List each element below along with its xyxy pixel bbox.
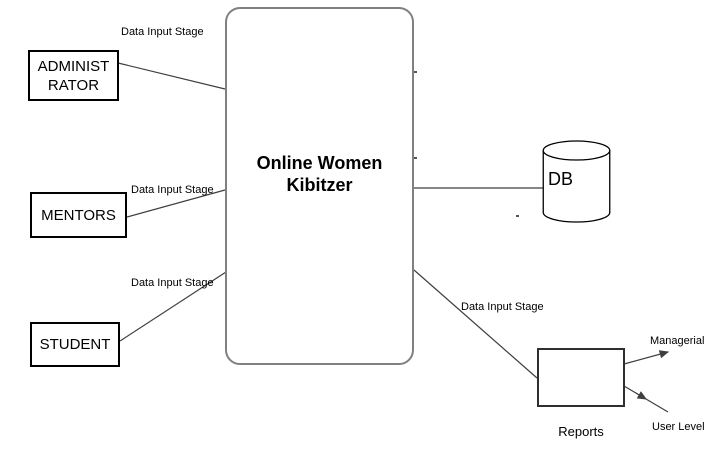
output-label-user-level: User Level <box>652 421 705 433</box>
flow-line-student <box>119 271 227 342</box>
output-label-managerial: Managerial <box>650 335 705 347</box>
flow-line-userlevel-head <box>623 385 648 400</box>
entity-administrator-label: ADMINIST RATOR <box>37 57 110 94</box>
reports-caption: Reports <box>558 424 604 439</box>
flow-line-managerial <box>623 350 670 365</box>
flow-line-reports <box>413 269 538 379</box>
entity-student: STUDENT <box>30 322 120 367</box>
flow-label-student: Data Input Stage <box>131 277 214 289</box>
edge-tick-top <box>414 71 417 73</box>
stray-dot <box>516 215 519 217</box>
process-online-women-kibitzer: Online Women Kibitzer <box>225 7 414 365</box>
entity-mentors-label: MENTORS <box>41 206 116 224</box>
entity-administrator: ADMINIST RATOR <box>28 50 119 101</box>
flow-line-userlevel-tail <box>645 398 669 413</box>
flow-label-reports: Data Input Stage <box>461 301 544 313</box>
flow-label-mentors: Data Input Stage <box>131 184 214 196</box>
edge-tick-mid <box>414 157 417 159</box>
entity-student-label: STUDENT <box>39 336 111 353</box>
flow-label-administrator: Data Input Stage <box>121 26 204 38</box>
entity-mentors: MENTORS <box>30 192 127 238</box>
database-cylinder-icon <box>542 140 611 223</box>
datastore-label: DB <box>548 169 574 189</box>
reports-box <box>537 348 625 407</box>
flow-line-mentors <box>126 189 226 218</box>
process-label: Online Women Kibitzer <box>256 153 383 195</box>
flow-line-administrator <box>117 62 226 90</box>
